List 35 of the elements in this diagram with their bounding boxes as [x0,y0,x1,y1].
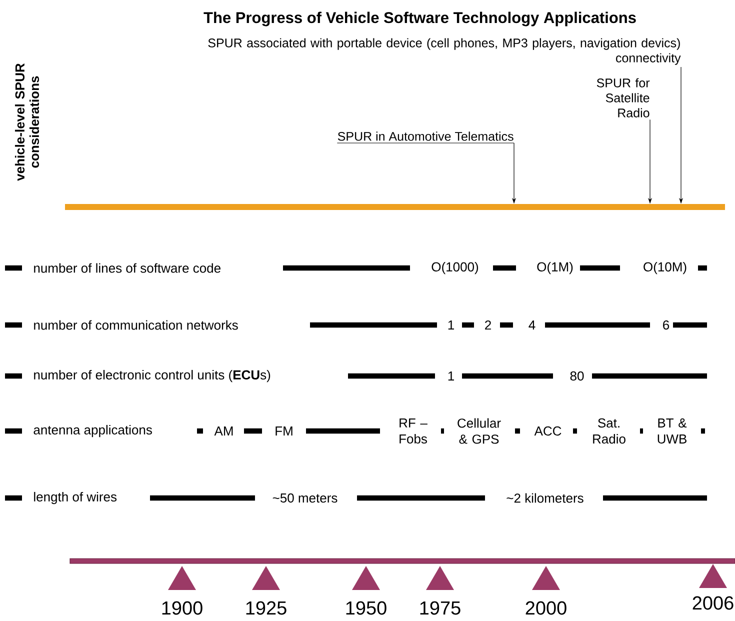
value-label: ACC [534,426,562,436]
value-label: ~50 meters [272,493,338,503]
value-label: FM [276,426,292,436]
value-label: BT & UWB [658,418,687,444]
row-label: antenna applications [34,424,152,438]
value-label: 1 [448,372,454,380]
year-label: 1975 [420,601,460,615]
value-label: ~2 kilometers [506,493,584,503]
year-label: 2006 [692,596,734,610]
callout-text: SPUR in Automotive Telematics [338,132,514,141]
title: The Progress of Vehicle Software Technology Applications [204,12,636,26]
year-label: 2000 [526,601,566,615]
value-label: 80 [570,371,584,381]
value-label: AM [214,426,233,436]
callout-text: SPUR associated with portable device (cell phones, MP3 players, navigation devics) connectivity [208,38,681,65]
value-label: 1 [448,320,454,330]
year-label: 1950 [346,601,386,615]
timeline-bar [65,204,725,210]
row-label: number of lines of software code [34,263,220,273]
year-label: 1925 [246,601,286,615]
value-label: 2 [485,320,491,330]
value-label: 6 [663,320,670,330]
value-label: O(1M) [537,262,573,274]
value-label: RF – Fobs [400,418,428,444]
value-label: 4 [528,320,536,330]
row-label: number of electronic control units (ECUs) [34,370,270,382]
value-label: Cellular & GPS [458,418,501,444]
row-label: number of communication networks [34,320,238,330]
value-label: Sat. Radio [593,418,626,444]
axis-title: vehicle-level SPUR considerations [14,63,40,181]
callout-text: SPUR for Satellite Radio [596,78,650,118]
year-label: 1900 [162,601,202,615]
value-label: O(10M) [644,262,686,274]
value-label: O(1000) [432,262,478,274]
row-label: length of wires [34,492,117,504]
